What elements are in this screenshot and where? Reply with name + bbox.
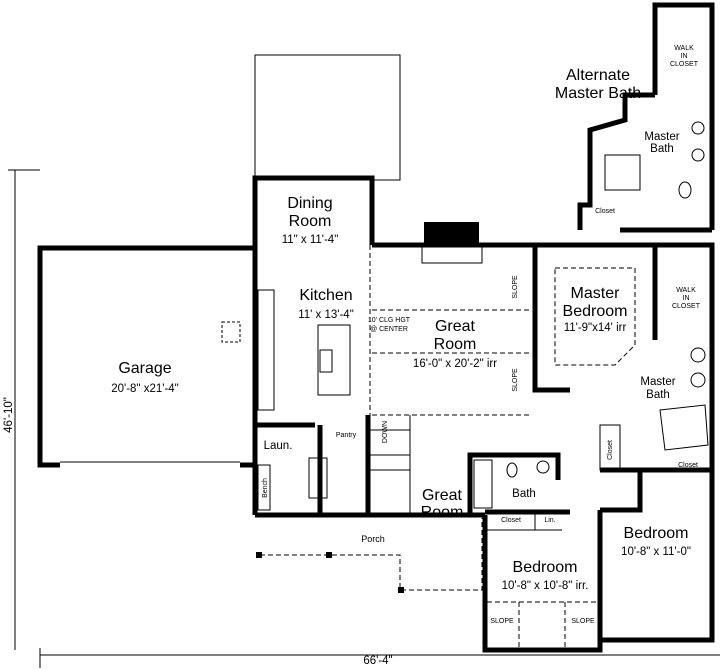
kitchen-size: 11' x 13'-4" [298, 309, 354, 321]
bedroom-right-label: Bedroom [624, 525, 689, 542]
pantry-label: Pantry [336, 432, 357, 439]
alternate-walk-in-label-3: CLOSET [670, 61, 699, 68]
alternate-master-bath: Alternate Master Bath WALK IN CLOSET Mas… [555, 2, 715, 233]
stairs-down-label: DOWN [382, 421, 389, 443]
alternate-closet-label: Closet [595, 208, 615, 215]
great-room-label: Great [435, 318, 476, 335]
slope-label: SLOPE [571, 618, 595, 625]
master-bedroom-label: Master [571, 285, 621, 302]
master-bath-label-2: Bath [646, 389, 670, 401]
porch-label: Porch [361, 534, 385, 544]
alternate-bath-label-2: Bath [650, 143, 674, 155]
walk-in-closet-label-2: IN [683, 295, 690, 302]
ceiling-height-note-2: @ CENTER [370, 326, 408, 333]
walk-in-closet-label: WALK [676, 287, 696, 294]
master-closet-label: Closet [607, 440, 614, 460]
bedroom-closet-label: Closet [501, 517, 521, 524]
ceiling-height-note: 10' CLG HGT [368, 317, 411, 324]
corner-tub [659, 404, 709, 451]
bedroom-bottom-size: 10'-8" x 10'-8" irr. [502, 580, 589, 592]
garage-size: 20'-8" x21'-4" [111, 383, 179, 395]
garage-label: Garage [118, 360, 171, 377]
overall-width-label: 66'-4" [363, 655, 392, 667]
master-bedroom-label-2: Bedroom [563, 303, 628, 320]
alternate-walk-in-label: WALK [674, 45, 694, 52]
overall-height-label: 46'-10" [3, 397, 15, 433]
bench-label: Bench [262, 478, 269, 498]
walk-in-closet-label-3: CLOSET [672, 303, 701, 310]
alternate-bath-label: Master [644, 131, 679, 143]
laundry-pantry-stairs: Laun. Bench Pantry DOWN [255, 415, 411, 515]
overall-dimensions: 46'-10" 66'-4" [3, 169, 720, 668]
slope-label: SLOPE [490, 618, 514, 625]
master-suite: Master Bedroom 11'-9"x14' irr WALK IN CL… [532, 242, 715, 473]
bedroom-right-size: 10'-8" x 11'-0" [621, 546, 691, 558]
bedroom-bottom-label: Bedroom [513, 559, 578, 576]
bath-label: Bath [512, 488, 536, 500]
laundry-label: Laun. [264, 440, 293, 452]
alternate-title-2: Master Bath [555, 85, 641, 102]
great-room-label-2: Room [434, 336, 477, 353]
bedroom-wing: Bath Closet Lin. Bedroom 10'-8" x 10'-8"… [467, 452, 715, 653]
garage: Garage 20'-8" x21'-4" [37, 245, 255, 468]
patio-outline [254, 54, 401, 181]
dining-room-label-2: Room [289, 213, 332, 230]
kitchen-label: Kitchen [299, 287, 352, 304]
dining-room-size: 11" x 11'-4" [282, 234, 339, 246]
master-bath-label: Master [640, 376, 675, 388]
great-room-size: 16'-0" x 20'-2" irr [413, 358, 497, 370]
dining-room-label: Dining [287, 195, 332, 212]
master-closet-label-2: Closet [678, 462, 698, 469]
linen-closet-label: Lin. [544, 517, 555, 524]
great-room-bottom-label: Great [422, 487, 463, 504]
slope-label: SLOPE [512, 368, 519, 392]
porch: Porch [255, 512, 485, 593]
slope-label: SLOPE [512, 275, 519, 299]
master-bedroom-size: 11'-9"x14' irr [564, 322, 627, 334]
alternate-title: Alternate [566, 67, 630, 84]
alternate-walk-in-label-2: IN [681, 53, 688, 60]
dining-kitchen: Dining Room 11" x 11'-4" Kitchen 11' x 1… [252, 175, 375, 515]
fireplace [424, 222, 479, 246]
